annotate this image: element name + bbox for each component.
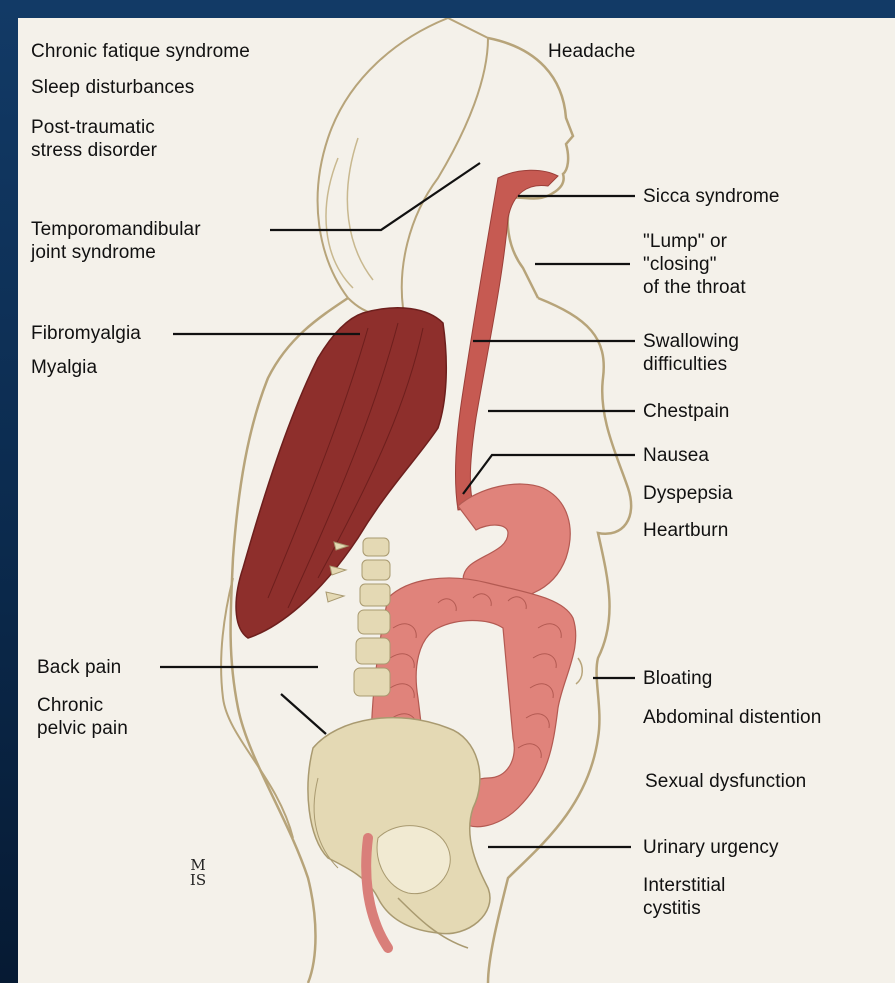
label-dyspepsia: Dyspepsia [643, 482, 733, 505]
diagram-panel: Chronic fatique syndrome Sleep disturban… [18, 18, 895, 983]
label-swallowing: Swallowing difficulties [643, 330, 739, 376]
label-sexual-dysfunction: Sexual dysfunction [645, 770, 806, 793]
label-sicca: Sicca syndrome [643, 185, 780, 208]
artist-signature: M IS [186, 858, 210, 888]
label-pelvic-pain: Chronic pelvic pain [37, 694, 128, 740]
label-abdominal-distention: Abdominal distention [643, 706, 821, 729]
label-interstitial-cystitis: Interstitial cystitis [643, 874, 726, 920]
label-ptsd: Post-traumatic stress disorder [31, 116, 157, 162]
label-fibromyalgia: Fibromyalgia [31, 322, 141, 345]
pelvis [308, 718, 490, 934]
label-chronic-fatigue: Chronic fatique syndrome [31, 40, 250, 63]
label-bloating: Bloating [643, 667, 712, 690]
label-headache: Headache [548, 40, 635, 63]
label-heartburn: Heartburn [643, 519, 728, 542]
hair [318, 18, 488, 315]
label-urinary-urgency: Urinary urgency [643, 836, 779, 859]
label-myalgia: Myalgia [31, 356, 97, 379]
label-nausea: Nausea [643, 444, 709, 467]
label-back-pain: Back pain [37, 656, 121, 679]
label-chestpain: Chestpain [643, 400, 729, 423]
label-lump-throat: "Lump" or "closing" of the throat [643, 230, 746, 299]
label-sleep-disturbances: Sleep disturbances [31, 76, 194, 99]
label-tmj: Temporomandibular joint syndrome [31, 218, 201, 264]
